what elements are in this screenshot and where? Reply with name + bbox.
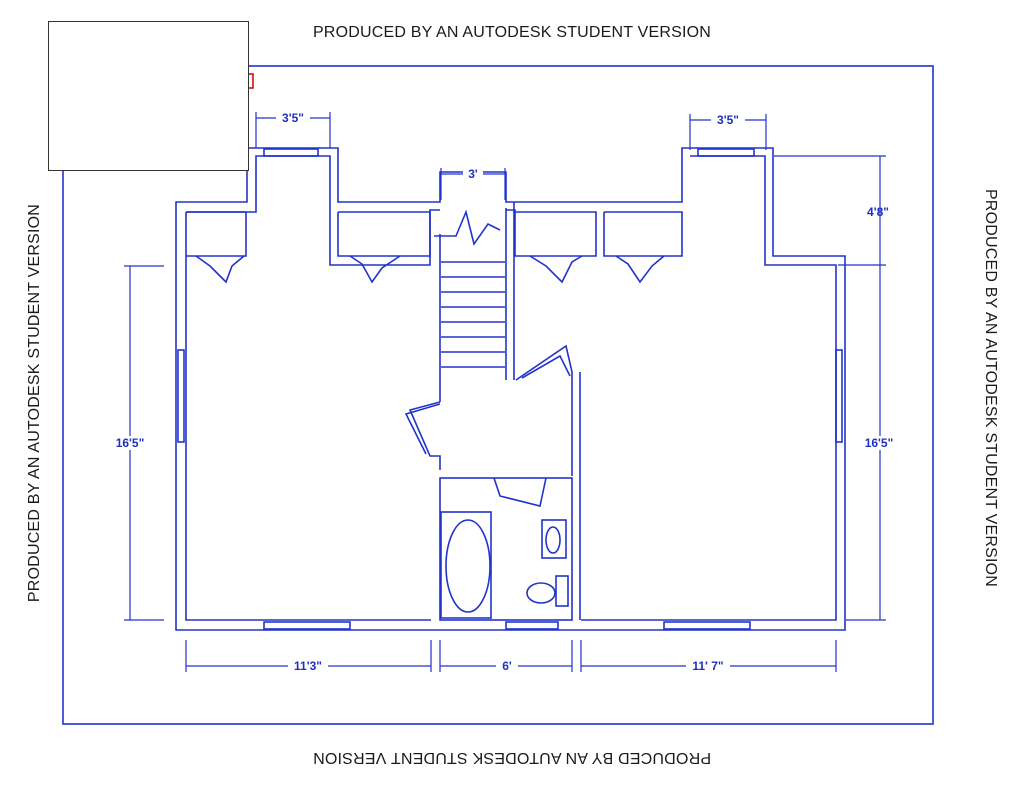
dim-right-window: 3'5" [717,113,739,127]
closet-door-1 [195,255,245,284]
exterior-wall-outer [175,147,846,631]
window-bottom-left [263,621,351,630]
dim-stair: 3' [468,167,478,181]
exterior-wall-inner [185,155,837,621]
blank-overlay-box [48,21,249,171]
toilet-tank [555,575,569,607]
hall-walls [408,344,581,620]
sink [545,526,561,554]
toilet-bowl [526,582,556,604]
bath-door [493,477,547,507]
window-bottom-bath [505,621,559,630]
window-right [835,349,843,443]
window-top-left [263,148,319,157]
closet-door-3 [529,255,583,284]
dim-left-window: 3'5" [282,111,304,125]
left-closet-a [186,211,247,257]
dim-right-height: 16'5" [865,436,894,450]
window-left [177,349,185,443]
bathtub-frame [440,511,492,619]
sink-frame [541,519,567,559]
watermark-top: PRODUCED BY AN AUTODESK STUDENT VERSION [312,24,712,41]
right-closet-b [603,211,683,257]
dim-right-room: 11' 7" [692,659,723,673]
closet-door-4 [615,255,665,284]
left-closet-b [337,211,431,257]
stair-break-line [434,209,501,246]
stair-walls [439,202,515,402]
window-bottom-right [663,621,751,630]
dimension-lines [124,112,886,672]
hall-door-left [404,403,441,455]
bathroom-walls [439,477,573,621]
window-top-right [697,148,755,157]
bathtub [445,519,491,613]
hall-door-swing [521,354,571,379]
dim-bath: 6' [502,659,512,673]
stair-treads [441,261,505,368]
closet-door-2 [349,255,401,284]
drawing-frame [62,65,934,725]
dim-left-room: 11'3" [294,659,322,673]
dim-left-height: 16'5" [116,436,145,450]
dim-right-upper: 4'8" [867,205,889,219]
right-closet-a [514,211,597,257]
